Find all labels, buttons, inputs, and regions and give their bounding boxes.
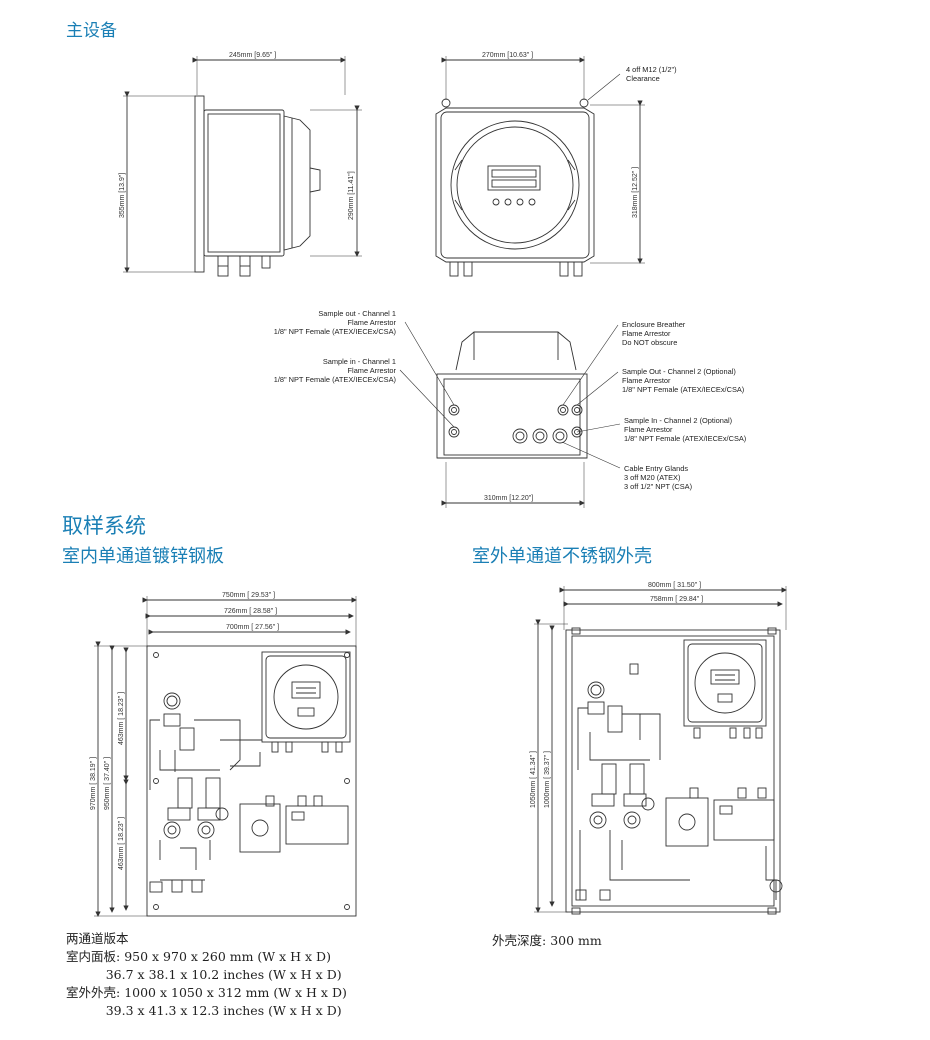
side-view-drawing [123,56,362,277]
dim-outdoor-w2: 758mm [ 29.84" ] [650,596,703,603]
dim-side-height: 355mm [13.9"] [119,173,126,218]
bottom-view-drawing [399,321,621,508]
heading-outdoor-enclosure: 室外单通道不锈钢外壳 [472,546,652,567]
spec-outdoor-label: 室外外壳: [66,985,121,1000]
callout-sample-in-2-line3: 1/8" NPT Female (ATEX/IECEx/CSA) [624,434,746,443]
callout-breather-line3: Do NOT obscure [622,338,677,347]
callout-breather-line2: Flame Arrestor [622,329,671,338]
callout-mounting-line2: Clearance [626,74,660,83]
callouts-left: Sample out - Channel 1 Flame Arrestor 1/… [274,309,397,384]
enclosure-depth: 外壳深度: 300 mm [492,930,602,949]
dim-front-width: 270mm [10.63" ] [482,52,533,59]
callout-sample-in-2-line2: Flame Arrestor [624,425,673,434]
dim-indoor-h-upper: 463mm [ 18.23" ] [118,692,125,745]
dim-side-width: 245mm [9.65" ] [229,52,276,59]
callout-glands-line3: 3 off 1/2" NPT (CSA) [624,482,692,491]
callout-glands-line1: Cable Entry Glands [624,464,688,473]
heading-sampling-system: 取样系统 [62,514,146,538]
dim-indoor-w2: 726mm [ 28.58" ] [224,608,277,615]
dim-bottom-width: 310mm [12.20"] [484,495,533,502]
dim-indoor-h-inner: 950mm [ 37.40" ] [104,757,111,810]
dim-outdoor-w1: 800mm [ 31.50" ] [648,582,701,589]
depth-value: 300 mm [550,933,602,948]
spec-indoor-label: 室内面板: [66,949,121,964]
spec-outdoor-imperial: 39.3 x 41.3 x 12.3 inches (W x H x D) [105,1003,342,1018]
callout-breather-line1: Enclosure Breather [622,320,686,329]
dim-side-inner-height: 290mm [11.41"] [348,171,355,220]
callout-mounting-line1: 4 off M12 (1/2") [626,65,677,74]
indoor-panel-drawing [94,596,357,917]
spec-indoor-metric: 950 x 970 x 260 mm (W x H x D) [124,949,331,964]
dim-indoor-h-lower: 463mm [ 18.23" ] [118,817,125,870]
front-view-drawing [435,56,645,277]
dim-outdoor-h-outer: 1050mm [ 41.34" ] [530,751,537,808]
callout-sample-out-1-line1: Sample out - Channel 1 [318,309,396,318]
spec-indoor-imperial: 36.7 x 38.1 x 10.2 inches (W x H x D) [105,967,342,982]
callout-glands-line2: 3 off M20 (ATEX) [624,473,680,482]
callout-sample-out-2-line2: Flame Arrestor [622,376,671,385]
heading-main-equipment: 主设备 [66,21,117,41]
callout-sample-in-1-line1: Sample in - Channel 1 [323,357,396,366]
callout-sample-out-2-line1: Sample Out - Channel 2 (Optional) [622,367,736,376]
callout-sample-in-2-line1: Sample In - Channel 2 (Optional) [624,416,732,425]
dim-indoor-w3: 700mm [ 27.56" ] [226,624,279,631]
heading-indoor-panel: 室内单通道镀锌钢板 [62,546,224,567]
spec-outdoor-metric: 1000 x 1050 x 312 mm (W x H x D) [124,985,347,1000]
callout-sample-out-2-line3: 1/8" NPT Female (ATEX/IECEx/CSA) [622,385,744,394]
dim-outdoor-h-inner: 1000mm [ 39.37" ] [544,751,551,808]
callout-sample-out-1-line3: 1/8" NPT Female (ATEX/IECEx/CSA) [274,327,396,336]
callout-sample-in-1-line2: Flame Arrestor [348,366,397,375]
depth-label: 外壳深度: [492,933,547,948]
dim-front-height: 318mm [12.52" ] [632,167,639,218]
dim-indoor-h-outer: 970mm [ 38.19" ] [90,757,97,810]
spec-title: 两通道版本 [66,931,129,946]
spec-block: 两通道版本 室内面板: 950 x 970 x 260 mm (W x H x … [66,930,347,1020]
callout-sample-in-1-line3: 1/8" NPT Female (ATEX/IECEx/CSA) [274,375,396,384]
callouts-right: Enclosure Breather Flame Arrestor Do NOT… [622,320,746,491]
outdoor-enclosure-drawing [534,586,787,915]
callout-sample-out-1-line2: Flame Arrestor [348,318,397,327]
dim-indoor-w1: 750mm [ 29.53" ] [222,592,275,599]
